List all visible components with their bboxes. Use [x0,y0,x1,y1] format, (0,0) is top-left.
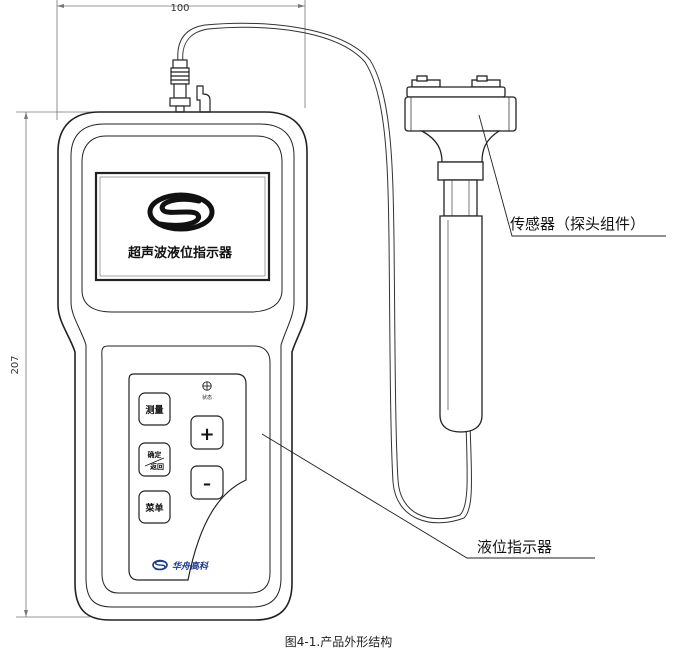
menu-button-label: 菜单 [144,502,163,514]
brand-text: 华舟高科 [172,561,209,572]
cable-connector [169,59,211,113]
figure-caption: 图4-1.产品外形结构 [284,635,393,649]
screen-title: 超声波液位指示器 [128,245,233,261]
sensor-probe [404,75,517,433]
handheld-device [57,111,308,621]
brand-logo-icon [152,559,168,571]
minus-button-label: – [203,474,211,493]
minus-button[interactable]: – [190,465,224,500]
confirm-label: 确定 [148,450,162,459]
status-label: 状态 [202,394,212,401]
plus-button[interactable]: + [190,415,224,450]
return-label: 返回 [150,462,164,471]
company-logo [147,192,215,232]
menu-button[interactable]: 菜单 [138,490,171,524]
confirm-return-button[interactable]: 确定 返回 [138,442,171,477]
callout-leaders [261,114,666,559]
sensor-callout-label: 传感器（探头组件） [510,215,645,233]
status-led-icon [202,381,212,391]
measure-button-label: 测量 [145,404,163,416]
width-dimension-label: 100 [170,3,189,14]
height-dimension-label: 207 [10,355,21,374]
measure-button[interactable]: 测量 [138,392,171,426]
sensor-cable [177,22,473,524]
device-screen [94,171,271,282]
plus-button-label: + [199,424,214,445]
indicator-callout-label: 液位指示器 [477,538,552,556]
width-dimension [56,0,306,120]
